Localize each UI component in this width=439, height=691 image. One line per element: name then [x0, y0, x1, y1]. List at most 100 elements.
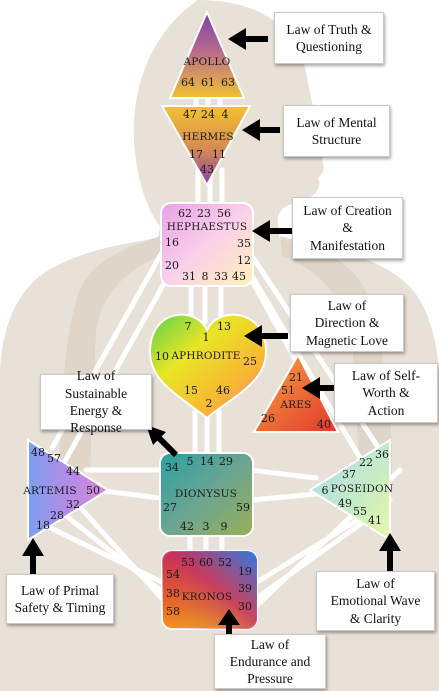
artemis-name: ARTEMIS — [22, 485, 76, 497]
gate-57: 57 — [47, 452, 61, 465]
ares-name: ARES — [279, 399, 311, 411]
gate-1: 1 — [203, 331, 210, 344]
gate-42: 42 — [180, 520, 194, 533]
arrow-to-hephaestus — [252, 220, 292, 242]
callout-law-of-creation: Law of Creation & Manifestation — [292, 197, 403, 259]
arrow-to-poseidon — [379, 533, 401, 571]
gate-30: 30 — [238, 600, 252, 613]
gate-32: 32 — [66, 498, 80, 511]
arrow-from-dionysus — [146, 425, 179, 458]
gate-48: 48 — [31, 446, 45, 459]
arrow-to-artemis — [22, 538, 44, 574]
gate-62: 62 — [178, 207, 192, 220]
gate-13: 13 — [217, 320, 231, 333]
arrow-to-ares — [302, 377, 334, 399]
callout-law-of-primal-safety: Law of Primal Safety & Timing — [6, 574, 114, 624]
gate-56: 56 — [217, 207, 231, 220]
arrow-to-apollo — [228, 28, 268, 50]
kronos-name: KRONOS — [182, 591, 233, 603]
arrows — [22, 28, 401, 636]
center-hermes: 47 24 4 HERMES 17 11 43 — [160, 105, 252, 188]
gate-6: 6 — [322, 484, 329, 497]
gate-4: 4 — [222, 108, 229, 121]
gate-26: 26 — [261, 412, 275, 425]
center-aphrodite: 7 13 1 10 APHRODITE 25 15 46 2 — [148, 313, 268, 420]
hephaestus-name: HEPHAESTUS — [167, 221, 248, 233]
gate-14: 14 — [200, 455, 214, 468]
gate-47: 47 — [183, 108, 197, 121]
arrow-to-aphrodite — [244, 325, 288, 347]
gate-31: 31 — [182, 270, 196, 283]
callout-law-of-self-worth: Law of Self- Worth & Action — [334, 363, 438, 423]
gate-33: 33 — [214, 270, 228, 283]
gate-3: 3 — [203, 520, 210, 533]
gate-20: 20 — [165, 259, 179, 272]
center-apollo: APOLLO 64 61 63 — [168, 9, 246, 99]
gate-10: 10 — [155, 350, 169, 363]
gate-58: 58 — [166, 605, 180, 618]
gate-19: 19 — [238, 565, 252, 578]
center-hephaestus: 62 23 56 HEPHAESTUS 16 20 35 12 45 31 8 … — [160, 202, 254, 287]
gate-27: 27 — [163, 501, 177, 514]
gate-64: 64 — [181, 76, 195, 89]
arrow-to-kronos — [218, 609, 240, 636]
gate-18: 18 — [36, 519, 50, 532]
gate-2: 2 — [206, 397, 213, 410]
gate-21: 21 — [289, 371, 303, 384]
poseidon-name: POSEIDON — [331, 483, 394, 495]
arrow-to-hermes — [242, 119, 280, 141]
callout-law-of-endurance: Law of Endurance and Pressure — [214, 634, 326, 689]
gate-12: 12 — [237, 254, 251, 267]
gate-5: 5 — [187, 455, 194, 468]
gate-44: 44 — [66, 465, 80, 478]
gate-61: 61 — [201, 76, 215, 89]
gate-28: 28 — [50, 509, 64, 522]
gate-37: 37 — [342, 468, 356, 481]
gate-43: 43 — [200, 163, 214, 176]
center-dionysus: 34 5 14 29 DIONYSUS 27 59 42 3 9 — [159, 452, 254, 537]
callout-law-of-emotional-wave: Law of Emotional Wave & Clarity — [316, 571, 435, 631]
gate-36: 36 — [375, 448, 389, 461]
gate-50: 50 — [86, 484, 100, 497]
gate-11: 11 — [212, 148, 226, 161]
gate-15: 15 — [184, 384, 198, 397]
gate-38: 38 — [166, 587, 180, 600]
gate-7: 7 — [185, 320, 192, 333]
gate-59: 59 — [236, 501, 250, 514]
gate-40: 40 — [317, 418, 331, 431]
gate-16: 16 — [165, 236, 179, 249]
gate-54: 54 — [166, 568, 180, 581]
gate-52: 52 — [218, 556, 232, 569]
aphrodite-name: APHRODITE — [170, 350, 240, 362]
apollo-name: APOLLO — [182, 56, 230, 68]
gate-9: 9 — [221, 520, 228, 533]
gate-29: 29 — [219, 455, 233, 468]
gate-46: 46 — [216, 384, 230, 397]
callout-law-of-truth: Law of Truth & Questioning — [274, 12, 384, 64]
center-kronos: 53 60 52 54 38 58 KRONOS 19 39 30 — [161, 550, 258, 630]
gate-60: 60 — [199, 556, 213, 569]
gate-51: 51 — [281, 384, 295, 397]
callout-law-of-direction: Law of Direction & Magnetic Love — [290, 294, 404, 352]
gate-63: 63 — [221, 76, 235, 89]
dionysus-name: DIONYSUS — [175, 488, 237, 500]
center-artemis: 48 57 44 ARTEMIS 50 32 28 18 — [22, 438, 110, 542]
gate-8: 8 — [202, 270, 209, 283]
gate-17: 17 — [189, 148, 203, 161]
gate-41: 41 — [368, 514, 382, 527]
gate-49: 49 — [338, 497, 352, 510]
gate-45: 45 — [232, 270, 246, 283]
hermes-name: HERMES — [182, 131, 234, 143]
gate-55: 55 — [353, 505, 367, 518]
gate-35: 35 — [237, 237, 251, 250]
gate-39: 39 — [238, 582, 252, 595]
callout-law-of-sustainable-energy: Law of Sustainable Energy & Response — [40, 368, 152, 435]
gate-34: 34 — [165, 461, 179, 474]
callout-law-of-mental-structure: Law of Mental Structure — [283, 105, 390, 157]
center-poseidon: 36 22 37 6 POSEIDON 49 55 41 — [308, 438, 394, 542]
gate-24: 24 — [201, 108, 215, 121]
gate-53: 53 — [181, 556, 195, 569]
gate-25: 25 — [243, 355, 257, 368]
